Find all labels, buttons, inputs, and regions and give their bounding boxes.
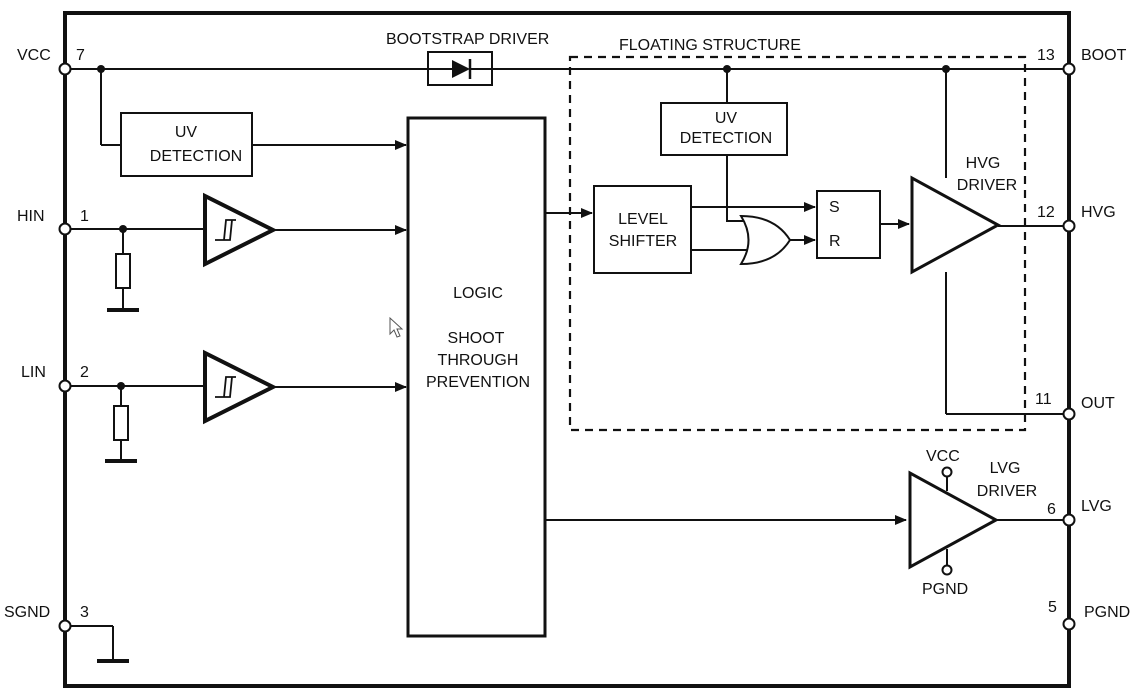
pin-hin-name: HIN	[17, 208, 45, 225]
pin-out: OUT 11	[1035, 391, 1115, 421]
sgnd-ground	[70, 625, 129, 663]
hvg-driver-buffer	[910, 175, 1002, 275]
uv-detection-low-line1: UV	[175, 124, 198, 141]
floating-structure-label: FLOATING STRUCTURE	[619, 37, 801, 54]
pin-sgnd-number: 3	[80, 604, 89, 621]
floating-structure-boundary	[568, 55, 1027, 432]
pin-vcc-number: 7	[76, 47, 85, 64]
uv-detection-low-block	[120, 112, 253, 177]
hin-junction-dot	[119, 225, 127, 233]
hin-input-path	[70, 192, 407, 312]
pin-lvg-name: LVG	[1081, 498, 1112, 515]
lvg-driver-line2: DRIVER	[977, 483, 1037, 500]
shoot-label: SHOOT	[448, 330, 505, 347]
logic-block	[406, 116, 547, 638]
sr-latch-block	[816, 190, 881, 259]
pin-lvg: LVG 6	[1047, 498, 1112, 527]
latch-set-label: S	[829, 199, 840, 216]
uv-detection-low-line2: DETECTION	[150, 148, 242, 165]
hvg-driver-line2: DRIVER	[957, 177, 1017, 194]
pin-boot: BOOT 13	[1037, 47, 1127, 76]
uv-high-to-or-wire	[726, 155, 752, 222]
latch-reset-label: R	[829, 233, 841, 250]
pin-hin-number: 1	[80, 208, 89, 225]
pin-hvg-name: HVG	[1081, 204, 1116, 221]
logic-label: LOGIC	[453, 285, 503, 302]
level-shifter-block	[593, 185, 692, 274]
pin-pgnd: PGND 5	[1048, 599, 1130, 631]
pin-hvg: HVG 12	[1037, 204, 1116, 233]
lvg-vcc-label: VCC	[926, 448, 960, 465]
pin-pgnd-name: PGND	[1084, 604, 1130, 621]
pin-lvg-number: 6	[1047, 501, 1056, 518]
mouse-cursor-icon	[389, 316, 404, 338]
pin-vcc: VCC 7	[17, 47, 85, 76]
floating-uv-junction-dot	[723, 65, 731, 73]
pin-out-name: OUT	[1081, 395, 1115, 412]
lvg-pgnd-label: PGND	[922, 581, 968, 598]
pin-pgnd-number: 5	[1048, 599, 1057, 616]
pin-boot-name: BOOT	[1081, 47, 1127, 64]
pin-lin-name: LIN	[21, 364, 46, 381]
bootstrap-driver-label: BOOTSTRAP DRIVER	[386, 31, 549, 48]
boot-junction-dot	[942, 65, 950, 73]
level-shifter-line1: LEVEL	[618, 211, 668, 228]
pin-vcc-name: VCC	[17, 47, 51, 64]
lvg-driver-buffer	[908, 470, 1000, 570]
pin-out-number: 11	[1035, 391, 1052, 408]
lin-input-path	[70, 349, 407, 463]
uv-detection-high-block	[660, 102, 788, 156]
uv-detection-high-line1: UV	[715, 110, 738, 127]
pin-hvg-number: 12	[1037, 204, 1055, 221]
chip-outline	[63, 11, 1071, 688]
vcc-junction-dot	[97, 65, 105, 73]
pin-lin: LIN 2	[21, 364, 89, 393]
pin-boot-number: 13	[1037, 47, 1055, 64]
lvg-driver-line1: LVG	[990, 460, 1021, 477]
uv-detection-high-line2: DETECTION	[680, 130, 772, 147]
pin-lin-number: 2	[80, 364, 89, 381]
lvg-vcc-terminal	[941, 466, 953, 478]
bootstrap-diode	[427, 51, 493, 86]
hvg-driver-line1: HVG	[966, 155, 1001, 172]
prevention-label: PREVENTION	[426, 374, 530, 391]
level-shifter-line2: SHIFTER	[609, 233, 677, 250]
lin-junction-dot	[117, 382, 125, 390]
or-gate	[739, 214, 792, 266]
lvg-pgnd-terminal	[941, 564, 953, 576]
vcc-rail	[70, 68, 1064, 415]
pin-sgnd: SGND 3	[4, 604, 89, 633]
pin-hin: HIN 1	[17, 208, 89, 236]
through-label: THROUGH	[438, 352, 519, 369]
pin-sgnd-name: SGND	[4, 604, 50, 621]
